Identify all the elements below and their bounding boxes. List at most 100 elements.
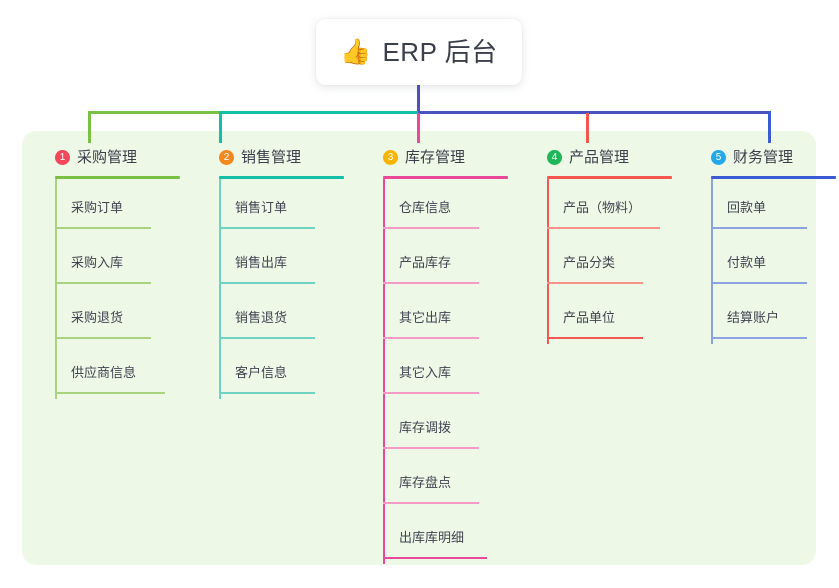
branch-header-1[interactable]: 1 采购管理 [36,146,196,168]
leaf-item[interactable]: 出库库明细 [383,509,524,564]
branch-rule-3 [383,176,508,179]
leaf-rule [383,502,479,504]
leaf-rule [219,337,315,339]
leaf-rule [219,392,315,394]
leaf-rule [55,227,151,229]
drop-stub-branch-3 [417,113,420,143]
root-stem-line [417,85,420,113]
leaf-label: 供应商信息 [71,365,137,380]
leaf-item[interactable]: 产品分类 [547,234,688,289]
branch-trunk-3 [383,179,385,564]
branch-leaves-4: 产品（物料） 产品分类 产品单位 [547,179,688,344]
leaf-item[interactable]: 库存盘点 [383,454,524,509]
leaf-label: 产品单位 [563,310,616,325]
branch-header-4[interactable]: 4 产品管理 [528,146,688,168]
leaf-rule [383,337,479,339]
leaf-item[interactable]: 其它出库 [383,289,524,344]
branch-header-5[interactable]: 5 财务管理 [692,146,839,168]
leaf-rule [547,227,660,229]
leaf-rule [55,282,151,284]
leaf-item[interactable]: 销售订单 [219,179,360,234]
branch-title-3: 库存管理 [405,148,466,166]
leaf-item[interactable]: 结算账户 [711,289,839,344]
branch-trunk-1 [55,179,57,399]
leaf-item[interactable]: 销售退货 [219,289,360,344]
branch-title-2: 销售管理 [241,148,302,166]
leaf-label: 采购退货 [71,310,124,325]
branch-leaves-5: 回款单 付款单 结算账户 [711,179,839,344]
branch-header-3[interactable]: 3 库存管理 [364,146,524,168]
branch-column-1: 1 采购管理 采购订单 采购入库 采购退货 供应商信息 [36,146,196,399]
leaf-rule [711,282,807,284]
leaf-item[interactable]: 供应商信息 [55,344,196,399]
leaf-label: 其它入库 [399,365,452,380]
leaf-label: 出库库明细 [399,530,465,545]
branch-trunk-2 [219,179,221,399]
branch-rule-1 [55,176,180,179]
root-node-title: ERP 后台 [382,37,498,67]
diagram-background-panel [22,131,816,565]
leaf-item[interactable]: 其它入库 [383,344,524,399]
leaf-item[interactable]: 产品（物料） [547,179,688,234]
leaf-rule [219,282,315,284]
branch-badge-3: 3 [383,149,398,165]
leaf-rule [219,227,315,229]
drop-stub-branch-1 [88,111,91,143]
branch-title-1: 采购管理 [77,148,138,166]
leaf-rule [383,447,479,449]
drop-stub-branch-4 [586,113,589,143]
leaf-label: 采购订单 [71,200,124,215]
branch-column-2: 2 销售管理 销售订单 销售出库 销售退货 客户信息 [200,146,360,399]
thumbs-up-icon: 👍 [340,37,372,66]
leaf-item[interactable]: 采购入库 [55,234,196,289]
branch-badge-2: 2 [219,149,234,165]
leaf-item[interactable]: 库存调拨 [383,399,524,454]
branch-trunk-4 [547,179,549,344]
branch-header-2[interactable]: 2 销售管理 [200,146,360,168]
branch-column-4: 4 产品管理 产品（物料） 产品分类 产品单位 [528,146,688,344]
branch-column-5: 5 财务管理 回款单 付款单 结算账户 [692,146,839,344]
leaf-label: 产品（物料） [563,200,642,215]
leaf-item[interactable]: 产品库存 [383,234,524,289]
leaf-item[interactable]: 客户信息 [219,344,360,399]
leaf-label: 其它出库 [399,310,452,325]
branch-leaves-2: 销售订单 销售出库 销售退货 客户信息 [219,179,360,399]
branch-badge-4: 4 [547,149,562,165]
branch-column-3: 3 库存管理 仓库信息 产品库存 其它出库 其它入库 库存调拨 [364,146,524,564]
leaf-rule [711,227,807,229]
leaf-label: 产品分类 [563,255,616,270]
leaf-label: 销售退货 [235,310,288,325]
branch-title-4: 产品管理 [569,148,630,166]
leaf-item[interactable]: 仓库信息 [383,179,524,234]
branch-leaves-1: 采购订单 采购入库 采购退货 供应商信息 [55,179,196,399]
leaf-label: 销售订单 [235,200,288,215]
leaf-item[interactable]: 采购退货 [55,289,196,344]
leaf-rule [547,337,643,339]
leaf-item[interactable]: 付款单 [711,234,839,289]
leaf-item[interactable]: 销售出库 [219,234,360,289]
leaf-rule [55,392,165,394]
leaf-label: 回款单 [727,200,767,215]
root-node-content: 👍 ERP 后台 [340,39,497,65]
leaf-label: 仓库信息 [399,200,452,215]
connector-bar-segment-green [88,111,220,114]
leaf-item[interactable]: 产品单位 [547,289,688,344]
drop-stub-branch-2 [219,111,222,143]
leaf-rule [55,337,151,339]
leaf-item[interactable]: 回款单 [711,179,839,234]
branch-rule-5 [711,176,836,179]
leaf-item[interactable]: 采购订单 [55,179,196,234]
connector-bar-segment-blue [418,111,771,114]
leaf-rule [711,337,807,339]
branch-leaves-3: 仓库信息 产品库存 其它出库 其它入库 库存调拨 库存盘点 [383,179,524,564]
leaf-rule [383,282,479,284]
connector-bar-segment-teal [220,111,418,114]
leaf-label: 库存盘点 [399,475,452,490]
root-node-card[interactable]: 👍 ERP 后台 [316,19,522,85]
leaf-rule [383,557,487,559]
leaf-rule [383,227,479,229]
leaf-label: 采购入库 [71,255,124,270]
branch-trunk-5 [711,179,713,344]
drop-stub-branch-5 [768,111,771,143]
